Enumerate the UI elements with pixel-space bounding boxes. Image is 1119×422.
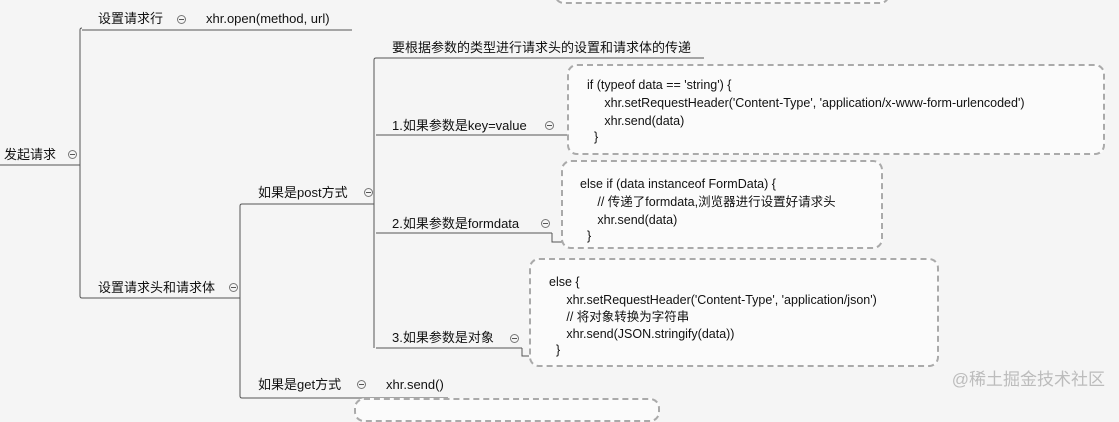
post-node[interactable]: 如果是post方式 bbox=[258, 185, 348, 200]
case-object-code-line: xhr.send(JSON.stringify(data)) bbox=[549, 327, 735, 341]
case-object-code-line: } bbox=[549, 343, 561, 357]
case-object-code-box[interactable]: else { xhr.setRequestHeader('Content-Typ… bbox=[529, 258, 939, 367]
case-formdata-code-line: else if (data instanceof FormData) { bbox=[580, 177, 776, 191]
get-node[interactable]: 如果是get方式 bbox=[258, 377, 342, 392]
get-collapse-icon[interactable] bbox=[357, 380, 366, 389]
case-kv-code-line: } bbox=[587, 130, 599, 144]
case-object-collapse-icon[interactable] bbox=[510, 334, 519, 343]
case-formdata-code-line: } bbox=[580, 229, 592, 243]
header-body-node[interactable]: 设置请求头和请求体 bbox=[98, 280, 216, 295]
root-node[interactable]: 发起请求 bbox=[4, 147, 57, 162]
case-kv-code-line: xhr.setRequestHeader('Content-Type', 'ap… bbox=[587, 96, 1025, 110]
case-object-code-line: // 将对象转换为字符串 bbox=[549, 310, 690, 324]
root-collapse-icon[interactable] bbox=[68, 150, 77, 159]
case-formdata-code-line: xhr.send(data) bbox=[580, 213, 678, 227]
cropped-box-top bbox=[554, 0, 890, 4]
post-note[interactable]: 要根据参数的类型进行请求头的设置和请求体的传递 bbox=[392, 40, 692, 55]
request-line-node[interactable]: 设置请求行 bbox=[98, 11, 164, 26]
request-line-value[interactable]: xhr.open(method, url) bbox=[206, 11, 330, 26]
case-object-code-line: xhr.setRequestHeader('Content-Type', 'ap… bbox=[549, 293, 877, 307]
case-formdata-code-line: // 传递了formdata,浏览器进行设置好请求头 bbox=[580, 195, 836, 209]
case-formdata-collapse-icon[interactable] bbox=[541, 219, 550, 228]
case-formdata-code-box[interactable]: else if (data instanceof FormData) { // … bbox=[561, 160, 883, 249]
case-kv-code-box[interactable]: if (typeof data == 'string') { xhr.setRe… bbox=[567, 64, 1105, 155]
case-kv-code-line: xhr.send(data) bbox=[587, 114, 685, 128]
watermark: @稀土掘金技术社区 bbox=[951, 370, 1105, 389]
case-object-code-line: else { bbox=[549, 275, 580, 289]
get-value[interactable]: xhr.send() bbox=[386, 377, 444, 392]
case-kv-node[interactable]: 1.如果参数是key=value bbox=[392, 118, 527, 133]
case-formdata-node[interactable]: 2.如果参数是formdata bbox=[392, 216, 520, 231]
post-collapse-icon[interactable] bbox=[364, 188, 373, 197]
request-line-collapse-icon[interactable] bbox=[177, 15, 186, 24]
case-object-node[interactable]: 3.如果参数是对象 bbox=[392, 330, 494, 345]
header-body-collapse-icon[interactable] bbox=[229, 283, 238, 292]
case-kv-collapse-icon[interactable] bbox=[545, 121, 554, 130]
case-kv-code-line: if (typeof data == 'string') { bbox=[587, 78, 732, 92]
